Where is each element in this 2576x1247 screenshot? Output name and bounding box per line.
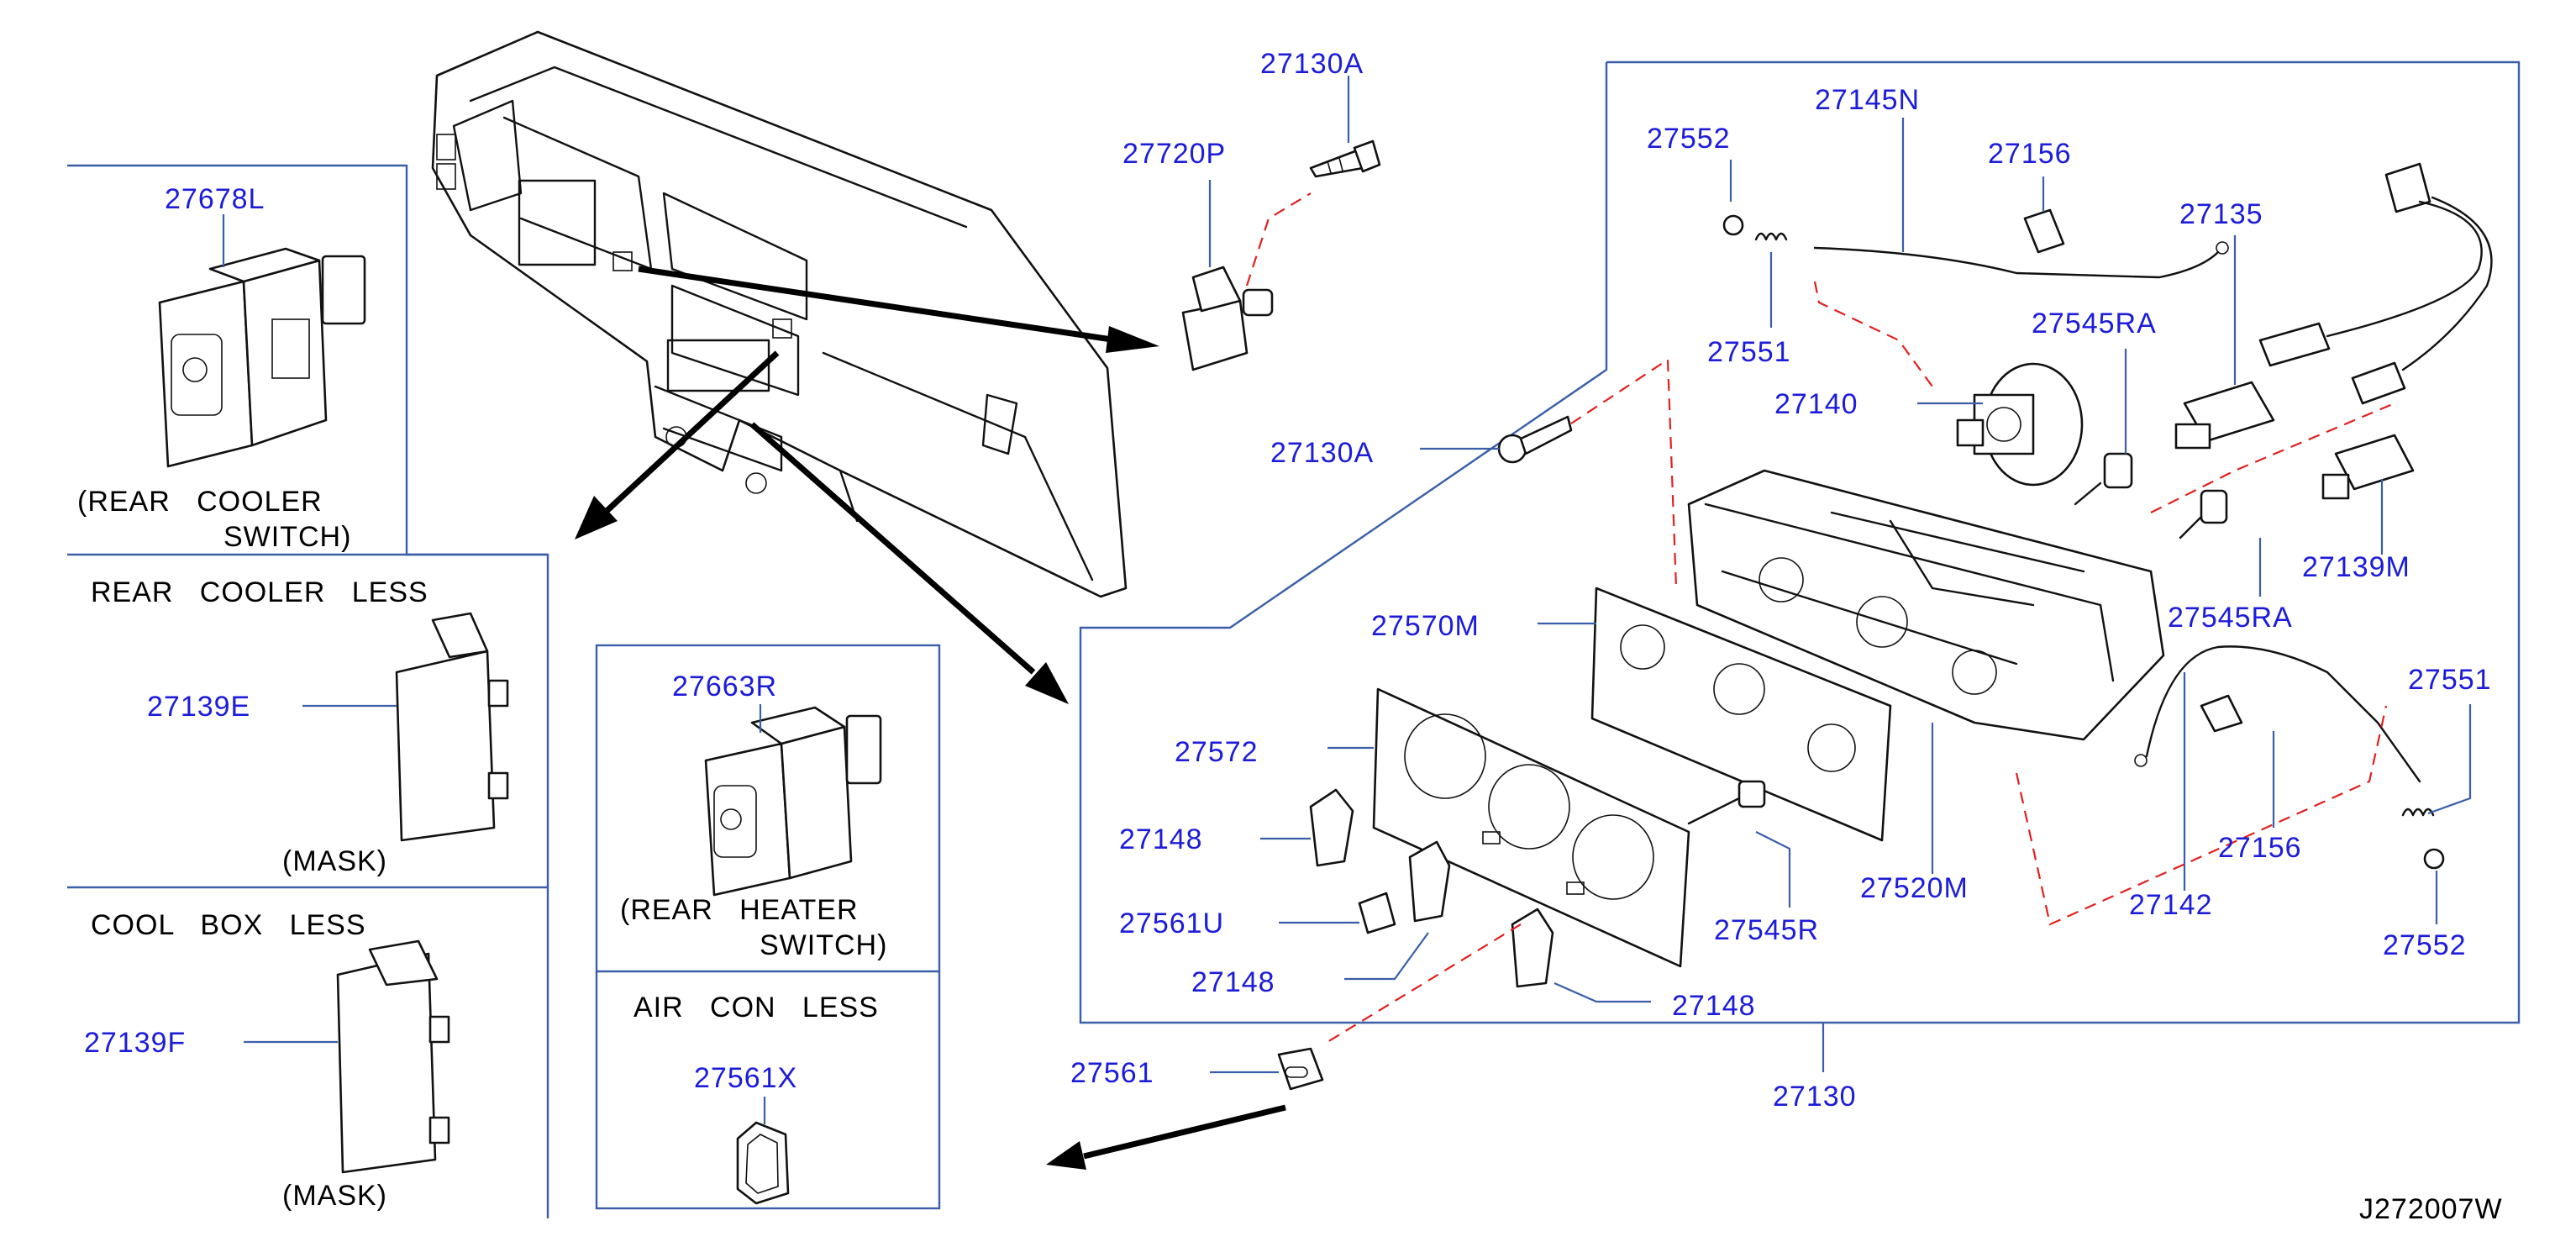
knob-27148-c: [1327, 908, 1651, 1043]
label-27139F: 27139F: [84, 1027, 186, 1059]
diagram-code: J272007W: [2359, 1193, 2503, 1225]
clip-27561U: [1279, 892, 1396, 934]
knob-27561: [1210, 1047, 1324, 1091]
label-27572: 27572: [1175, 736, 1259, 768]
ball-27552-top: [1722, 160, 1744, 236]
label-27678L: 27678L: [165, 183, 265, 215]
control-housing-27520M: [1687, 469, 2165, 874]
cable-27142: [2015, 645, 2421, 926]
label-27551-top: 27551: [1707, 336, 1791, 368]
mask-27561X: [736, 1097, 790, 1205]
knob-27148-a: [1260, 788, 1354, 867]
note-rear-cooler-switch-1: (REAR COOLER: [77, 486, 323, 518]
label-27130: 27130: [1773, 1081, 1857, 1113]
note-rear-cooler-switch-2: SWITCH): [223, 521, 351, 553]
bulb-27545RA-right: [2150, 402, 2395, 597]
label-27545R: 27545R: [1714, 914, 1819, 946]
label-27552-top: 27552: [1647, 123, 1731, 155]
note-rear-cooler-less: REAR COOLER LESS: [91, 576, 428, 608]
label-27545RA-right: 27545RA: [2168, 602, 2293, 634]
note-labels: (REAR COOLER SWITCH) REAR COOLER LESS (M…: [77, 486, 2503, 1225]
note-air-con-less: AIR CON LESS: [633, 992, 879, 1023]
note-rear-heater-switch-2: SWITCH): [760, 929, 887, 961]
label-27135: 27135: [2179, 198, 2263, 230]
label-27148-c: 27148: [1672, 990, 1756, 1022]
mask-27139E: [302, 612, 509, 842]
bulb-27545R: [1687, 780, 1791, 908]
label-27139M: 27139M: [2302, 551, 2410, 583]
spring-27551-top: [1754, 232, 1788, 328]
harness-27139M: [2258, 162, 2493, 555]
label-27130A-top: 27130A: [1260, 48, 1364, 80]
label-27156-top: 27156: [1988, 138, 2072, 170]
screw-27130A-mid: [1420, 358, 1678, 589]
label-27561U: 27561U: [1119, 908, 1224, 939]
switch-27678L: [158, 214, 366, 468]
face-panel-27572: [1327, 687, 1690, 968]
label-27148-b: 27148: [1191, 966, 1275, 998]
label-27520M: 27520M: [1860, 872, 1969, 904]
bracket-27720P: [1181, 180, 1312, 371]
note-mask-1: (MASK): [282, 845, 387, 877]
label-27139E: 27139E: [147, 691, 250, 723]
label-27663R: 27663R: [672, 671, 777, 702]
spring-27551-bottom: [2401, 704, 2472, 817]
label-27140: 27140: [1774, 388, 1858, 420]
label-27156-bottom: 27156: [2218, 832, 2302, 864]
label-27551-bottom: 27551: [2408, 664, 2492, 696]
switch-27663R: [704, 704, 882, 897]
left-panel-frames: [67, 164, 549, 1218]
cable-27145N: [1813, 118, 2229, 387]
mask-27139F: [244, 939, 450, 1174]
label-27570M: 27570M: [1371, 610, 1480, 642]
connector-27135: [2174, 235, 2275, 450]
actuator-27140: [1917, 362, 2084, 487]
note-rear-heater-switch-1: (REAR HEATER: [620, 894, 859, 926]
rear-heater-box: [595, 644, 941, 1210]
heater-control-frame: [1079, 61, 2521, 1072]
label-27720P: 27720P: [1122, 138, 1226, 170]
gasket-27570M: [1538, 587, 1892, 842]
arrows: [575, 266, 1286, 1170]
label-27142: 27142: [2129, 889, 2213, 921]
label-27145N: 27145N: [1815, 84, 1920, 116]
part-number-labels: 27130A 27720P 27678L 27139E 27139F 27663…: [84, 48, 2492, 1113]
label-27148-a: 27148: [1119, 823, 1203, 855]
note-cool-box-less: COOL BOX LESS: [91, 909, 366, 941]
note-mask-2: (MASK): [282, 1180, 387, 1212]
label-27561: 27561: [1070, 1057, 1154, 1089]
knob-27148-b: [1344, 840, 1451, 981]
label-27552-bottom: 27552: [2383, 929, 2467, 961]
label-27561X: 27561X: [694, 1062, 797, 1094]
dashboard-illustration: [431, 30, 1128, 598]
label-27545RA-top: 27545RA: [2032, 308, 2157, 339]
screw-27130A-top: [1309, 76, 1381, 178]
ball-27552-bottom: [2423, 848, 2445, 924]
label-27130A-mid: 27130A: [1270, 437, 1374, 469]
bulb-27545RA-top: [2074, 349, 2133, 506]
clip-27156-top: [2023, 176, 2065, 254]
clip-27156-bottom: [2200, 694, 2275, 828]
